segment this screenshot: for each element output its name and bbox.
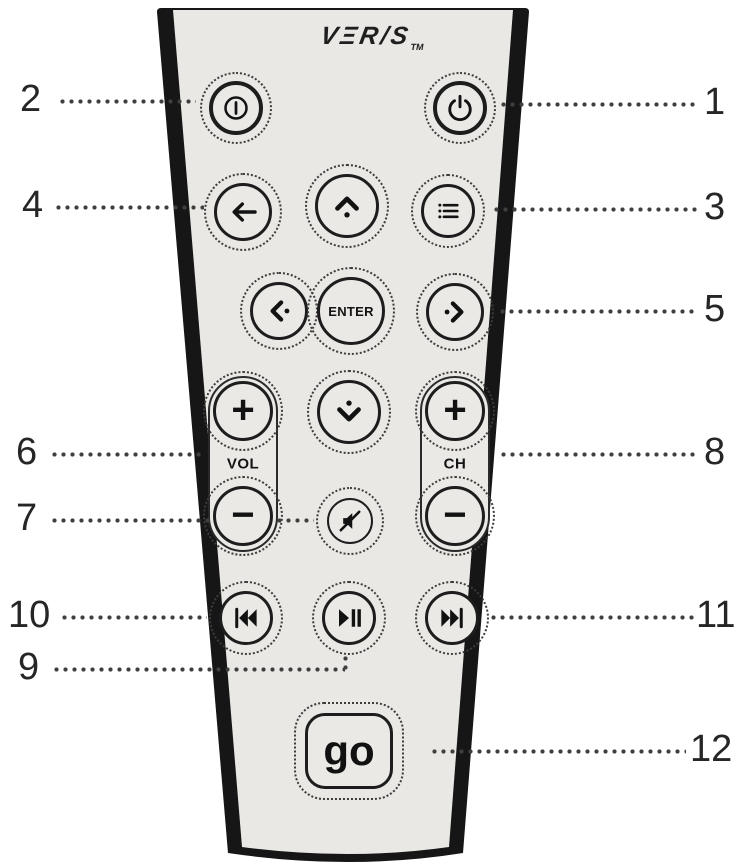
callout-label-6: 6 bbox=[16, 431, 38, 473]
brand-logo-text: VΞR/S bbox=[318, 22, 414, 50]
channel-label: CH bbox=[443, 455, 467, 473]
nav-down-button[interactable] bbox=[307, 370, 391, 454]
callout-line-3 bbox=[492, 207, 698, 212]
standby-icon bbox=[224, 96, 248, 120]
callout-label-5: 5 bbox=[704, 288, 726, 330]
callout-line-11 bbox=[489, 615, 694, 620]
nav-up-button[interactable] bbox=[305, 164, 389, 248]
volume-down-button[interactable]: − bbox=[203, 476, 283, 556]
enter-label: ENTER bbox=[328, 303, 374, 319]
volume-plus-label: + bbox=[231, 387, 255, 432]
callout-line-12 bbox=[430, 749, 686, 754]
callout-line-5 bbox=[498, 309, 698, 314]
callout-label-4: 4 bbox=[22, 184, 44, 226]
callout-label-11: 11 bbox=[696, 594, 736, 636]
callout-line-8 bbox=[499, 452, 698, 457]
channel-down-button[interactable]: − bbox=[415, 476, 495, 556]
mute-button[interactable] bbox=[316, 487, 384, 555]
callout-label-7: 7 bbox=[16, 497, 38, 539]
volume-minus-label: − bbox=[231, 492, 255, 537]
go-button[interactable]: go bbox=[294, 702, 404, 800]
callout-label-1: 1 bbox=[704, 81, 726, 123]
skip-back-icon bbox=[235, 607, 257, 629]
play-pause-icon bbox=[339, 609, 361, 627]
previous-track-button[interactable] bbox=[209, 581, 283, 655]
callout-line-4 bbox=[54, 205, 204, 210]
mute-icon bbox=[339, 510, 361, 532]
brand-logo: VΞR/STM bbox=[318, 22, 428, 52]
power-button[interactable] bbox=[424, 72, 496, 144]
callout-label-2: 2 bbox=[20, 78, 42, 120]
chevron-left-icon bbox=[270, 300, 290, 322]
nav-left-button[interactable] bbox=[240, 272, 318, 350]
callout-line-9-connector bbox=[343, 654, 348, 670]
callout-label-10: 10 bbox=[8, 594, 51, 636]
standby-button[interactable] bbox=[200, 72, 272, 144]
chevron-up-icon bbox=[335, 196, 359, 218]
enter-button[interactable]: ENTER bbox=[307, 267, 395, 355]
volume-label: VOL bbox=[226, 455, 260, 473]
callout-label-3: 3 bbox=[704, 186, 726, 228]
callout-line-9 bbox=[52, 667, 345, 672]
volume-up-button[interactable]: + bbox=[203, 371, 283, 451]
nav-right-button[interactable] bbox=[416, 273, 494, 351]
skip-forward-icon bbox=[441, 607, 463, 629]
chevron-down-icon bbox=[337, 400, 361, 422]
channel-plus-label: + bbox=[443, 387, 467, 432]
go-label: go bbox=[323, 727, 375, 774]
power-icon bbox=[448, 94, 472, 122]
callout-line-6 bbox=[50, 452, 202, 457]
callout-label-12: 12 bbox=[690, 728, 733, 770]
channel-up-button[interactable]: + bbox=[415, 371, 495, 451]
menu-button[interactable] bbox=[411, 174, 485, 248]
back-button[interactable] bbox=[204, 173, 282, 251]
chevron-right-icon bbox=[444, 301, 464, 323]
trademark-label: TM bbox=[409, 42, 425, 52]
next-track-button[interactable] bbox=[415, 581, 489, 655]
callout-line-10 bbox=[60, 615, 207, 620]
callout-line-7 bbox=[50, 518, 314, 523]
play-pause-button[interactable] bbox=[312, 581, 386, 655]
back-arrow-icon bbox=[232, 202, 257, 222]
callout-label-8: 8 bbox=[704, 431, 726, 473]
callout-line-1 bbox=[499, 102, 696, 107]
callout-label-9: 9 bbox=[18, 646, 40, 688]
callout-line-2 bbox=[58, 99, 196, 104]
channel-minus-label: − bbox=[443, 492, 467, 537]
menu-icon bbox=[438, 203, 459, 219]
